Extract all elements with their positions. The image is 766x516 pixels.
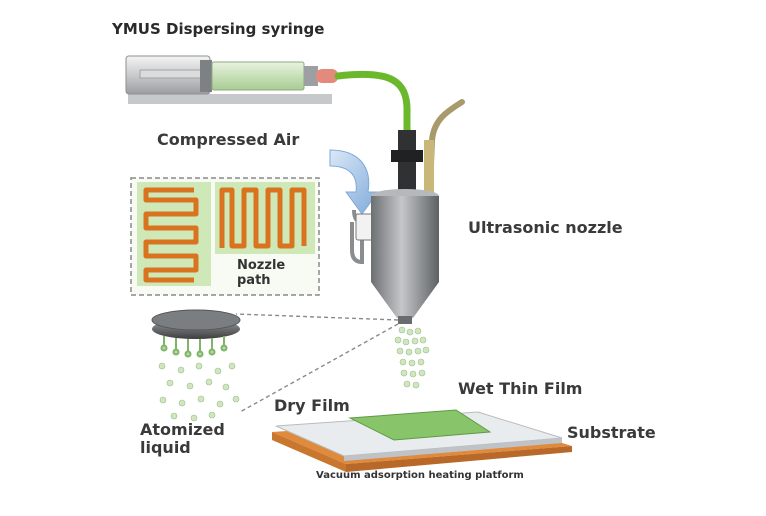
atomizer-jets bbox=[160, 336, 228, 358]
nozzle-side-fitting bbox=[350, 209, 364, 265]
compressed-air-arrow bbox=[329, 149, 379, 215]
syringe-plunger-head bbox=[200, 60, 212, 92]
atomizer-detail bbox=[151, 309, 241, 422]
nozzle-stem bbox=[398, 130, 416, 196]
nozzle-cable-sleeve bbox=[424, 140, 434, 196]
feed-tube bbox=[334, 70, 411, 136]
syringe-base bbox=[128, 94, 332, 104]
atomizer-disc-top bbox=[151, 309, 241, 331]
syringe-connector bbox=[316, 69, 338, 83]
syringe-illustration bbox=[125, 55, 338, 104]
vacuum-platform-label: Vacuum adsorption heating platform bbox=[316, 470, 524, 481]
syringe-plunger-rod bbox=[139, 69, 203, 79]
substrate-label: Substrate bbox=[567, 423, 656, 442]
detail-leader-bottom bbox=[239, 323, 399, 413]
power-cable bbox=[427, 99, 465, 193]
substrate-edge bbox=[344, 438, 562, 461]
nozzle-cone bbox=[371, 282, 439, 318]
atomized-droplets bbox=[158, 362, 240, 422]
wet-thin-film-layer bbox=[348, 409, 492, 441]
heating-platform-edge bbox=[346, 446, 572, 472]
nozzle-path-label: Nozzle path bbox=[237, 258, 286, 288]
detail-leader-top bbox=[235, 313, 399, 321]
syringe-label: YMUS Dispersing syringe bbox=[112, 20, 325, 38]
nozzle-clamp bbox=[391, 150, 423, 162]
nozzle-path-serpentine-left bbox=[143, 187, 199, 283]
ultrasonic-nozzle-label: Ultrasonic nozzle bbox=[468, 218, 623, 237]
syringe-liquid-chamber bbox=[211, 61, 305, 91]
nozzle-tip bbox=[398, 316, 412, 324]
platform-stack bbox=[272, 409, 572, 472]
heating-platform-side bbox=[272, 432, 346, 472]
spray-plume bbox=[394, 326, 430, 389]
compressed-air-label: Compressed Air bbox=[157, 130, 300, 149]
nozzle-body bbox=[371, 196, 439, 282]
wet-thin-film-label: Wet Thin Film bbox=[458, 379, 583, 398]
syringe-tip bbox=[304, 66, 318, 86]
nozzle-path-serpentine-right bbox=[219, 187, 307, 249]
ultrasonic-nozzle-illustration bbox=[350, 130, 439, 324]
atomized-liquid-label: Atomized liquid bbox=[140, 420, 225, 458]
dry-film-label: Dry Film bbox=[274, 396, 350, 415]
nozzle-path-inset bbox=[130, 177, 320, 296]
